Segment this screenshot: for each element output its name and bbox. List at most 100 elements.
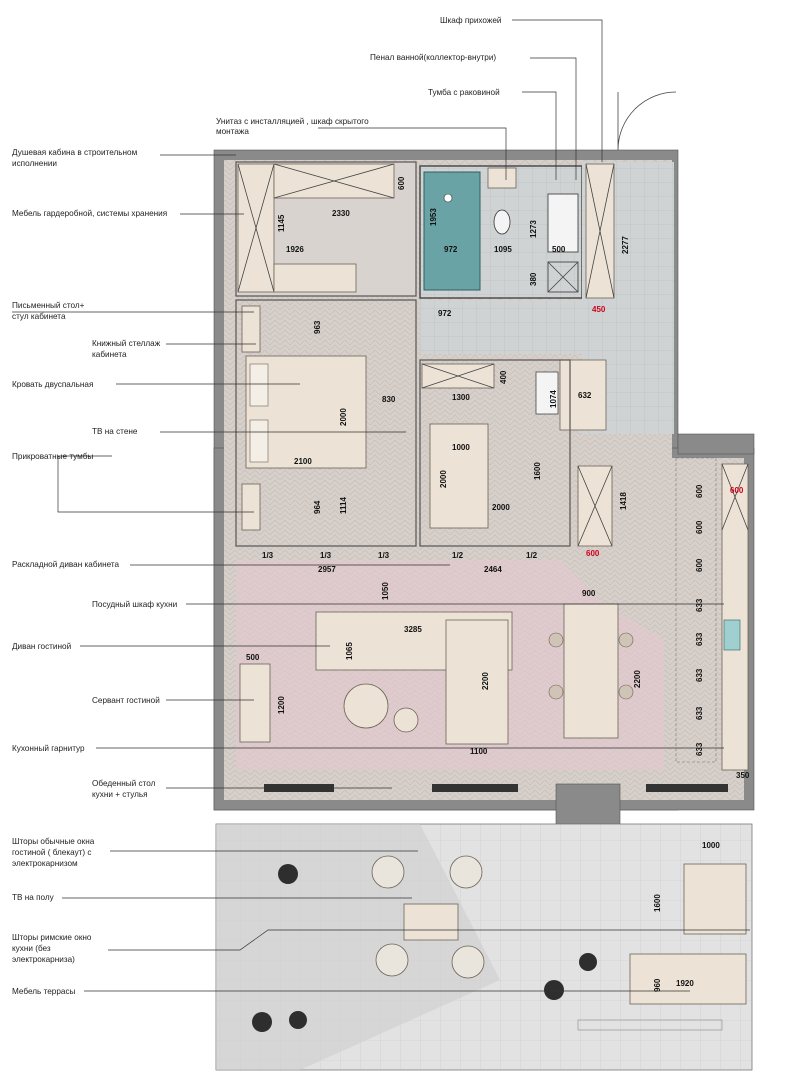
label-sofa-living: Диван гостиной: [12, 642, 71, 651]
dim-label: 400: [499, 370, 508, 384]
dim-label: 600: [397, 176, 406, 190]
dim-label: 2000: [492, 503, 510, 512]
dim-label: 1000: [702, 841, 720, 850]
hallway: [420, 91, 677, 434]
label-tv-wall: ТВ на стене: [92, 427, 138, 436]
label-nightstands: Прикроватные тумбы: [12, 452, 93, 461]
dim-label: 2957: [318, 565, 336, 574]
label-kitchen-set: Кухонный гарнитур: [12, 744, 85, 753]
label-bath-cabinet: Пенал ванной(коллектор-внутри): [370, 53, 496, 62]
dim-label: 1050: [381, 582, 390, 600]
dim-label: 600: [695, 484, 704, 498]
dim-label: 830: [382, 395, 396, 404]
label-tv-floor: ТВ на полу: [12, 893, 55, 902]
dim-label: 633: [695, 632, 704, 646]
kitchen: [675, 457, 749, 771]
dim-label: 1273: [529, 220, 538, 238]
dim-label: 1300: [452, 393, 470, 402]
dim-label: 1/2: [452, 551, 464, 560]
dim-label: 633: [695, 706, 704, 720]
living-room: [236, 560, 664, 770]
label-bookshelf-2: кабинета: [92, 350, 127, 359]
leader-lines: [12, 19, 750, 992]
label-desk: Письменный стол+: [12, 301, 85, 310]
dim-label: 600: [695, 558, 704, 572]
label-dining: Обеденный стол: [92, 779, 156, 788]
dim-label: 1074: [549, 390, 558, 408]
label-roman-3: электрокарниза): [12, 955, 75, 964]
label-sideboard: Сервант гостиной: [92, 696, 160, 705]
label-bed: Кровать двуспальная: [12, 380, 93, 389]
dim-label: 1100: [470, 747, 488, 756]
dim-label: 500: [246, 653, 260, 662]
label-toilet-2: монтажа: [216, 127, 249, 136]
dim-label: 964: [313, 500, 322, 514]
dim-label-accent: 600: [586, 549, 600, 558]
dim-label: 2000: [339, 408, 348, 426]
dim-label: 2100: [294, 457, 312, 466]
dim-label: 1/3: [320, 551, 332, 560]
dim-label: 380: [529, 272, 538, 286]
dim-label: 972: [438, 309, 452, 318]
dim-label: 1600: [653, 894, 662, 912]
label-shower-2: исполнении: [12, 159, 57, 168]
dim-label: 350: [736, 771, 750, 780]
dim-label: 972: [444, 245, 458, 254]
dim-label: 900: [582, 589, 596, 598]
second-room: [419, 359, 613, 547]
label-curtains-3: электрокарнизом: [12, 859, 78, 868]
label-curtains: Шторы обычные окна: [12, 837, 95, 846]
label-roman-2: кухни (без: [12, 944, 51, 953]
furniture-labels: Шкаф прихожей Пенал ванной(коллектор-вну…: [12, 16, 501, 996]
label-dressing: Мебель гардеробной, системы хранения: [12, 209, 167, 218]
dim-label: 632: [578, 391, 592, 400]
dim-label: 2000: [439, 470, 448, 488]
dim-label-accent: 600: [730, 486, 744, 495]
dim-label: 1/3: [378, 551, 390, 560]
dim-label: 1418: [619, 492, 628, 510]
dim-label: 1114: [339, 497, 348, 514]
dim-label: 1/3: [262, 551, 274, 560]
dimension-labels: 600 2330 1145 1926 1953 972 1095 1273 50…: [246, 176, 750, 992]
dim-label: 2330: [332, 209, 350, 218]
label-dish-cabinet: Посудный шкаф кухни: [92, 600, 177, 609]
dim-label: 500: [552, 245, 566, 254]
dim-label: 1/2: [526, 551, 538, 560]
dim-label: 600: [695, 520, 704, 534]
dim-label: 2464: [484, 565, 502, 574]
dim-label: 963: [313, 320, 322, 334]
label-bookshelf: Книжный стеллаж: [92, 339, 161, 348]
label-shower: Душевая кабина в строительном: [12, 148, 138, 157]
dim-label: 1065: [345, 642, 354, 660]
dim-label: 1600: [533, 462, 542, 480]
dim-label: 2200: [633, 670, 642, 688]
dim-label: 1000: [452, 443, 470, 452]
label-sink-cabinet: Тумба с раковиной: [428, 88, 500, 97]
bathroom: [419, 165, 583, 299]
label-toilet: Унитаз с инсталляцией , шкаф скрытого: [216, 117, 369, 126]
dressing-room: [235, 161, 417, 297]
dim-label: 1200: [277, 696, 286, 714]
label-desk-2: стул кабинета: [12, 312, 66, 321]
dim-label: 1145: [277, 214, 286, 232]
label-dining-2: кухни + стулья: [92, 790, 148, 799]
dim-label: 960: [653, 978, 662, 992]
dim-label: 3285: [404, 625, 422, 634]
dim-label: 2200: [481, 672, 490, 690]
label-terrace: Мебель террасы: [12, 987, 76, 996]
dim-label: 2277: [621, 236, 630, 254]
dim-label: 1926: [286, 245, 304, 254]
dim-label: 633: [695, 598, 704, 612]
dim-label: 633: [695, 742, 704, 756]
label-wardrobe-hall: Шкаф прихожей: [440, 16, 501, 25]
dim-label-accent: 450: [592, 305, 606, 314]
label-roman: Шторы римские окно: [12, 933, 92, 942]
dim-label: 633: [695, 668, 704, 682]
label-sofa-bed: Раскладной диван кабинета: [12, 560, 120, 569]
dim-label: 1920: [676, 979, 694, 988]
label-curtains-2: гостиной ( блекаут) с: [12, 848, 92, 857]
bedroom-study: [235, 299, 417, 547]
dim-label: 1953: [429, 208, 438, 226]
terrace: [215, 823, 753, 1071]
